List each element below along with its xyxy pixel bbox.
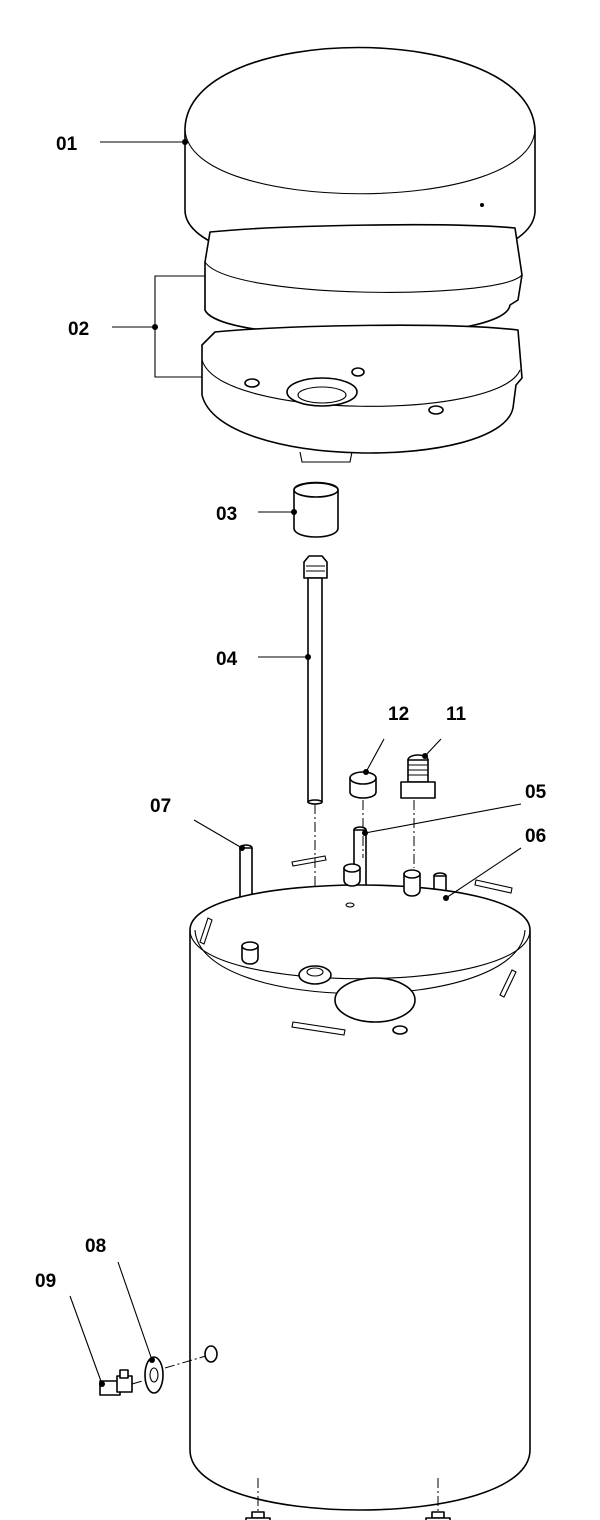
label-02: 02 [68, 319, 89, 340]
label-06: 06 [525, 826, 546, 847]
part-12-nut [349, 771, 377, 858]
label-08: 08 [85, 1236, 106, 1257]
part-11-fitting [400, 754, 436, 868]
part-02-insulation-discs [201, 223, 523, 463]
label-07: 07 [150, 796, 171, 817]
part-07-rod [239, 844, 253, 907]
part-10-plug-left [245, 1511, 271, 1520]
label-12: 12 [388, 704, 409, 725]
label-01: 01 [56, 134, 78, 155]
part-10-plug-right [425, 1511, 451, 1520]
label-05: 05 [525, 782, 547, 803]
label-11: 11 [446, 704, 467, 725]
label-03: 03 [216, 504, 237, 525]
tank-body [189, 855, 531, 1512]
leader-lines [69, 139, 522, 1387]
part-03-cap [293, 481, 339, 538]
label-04: 04 [216, 649, 238, 670]
part-08-flange [144, 1355, 207, 1394]
part-09-drain-valve [99, 1369, 147, 1396]
part-labels: 01 02 03 04 05 06 07 08 09 10 10 11 12 [35, 134, 547, 1292]
label-09: 09 [35, 1271, 56, 1292]
